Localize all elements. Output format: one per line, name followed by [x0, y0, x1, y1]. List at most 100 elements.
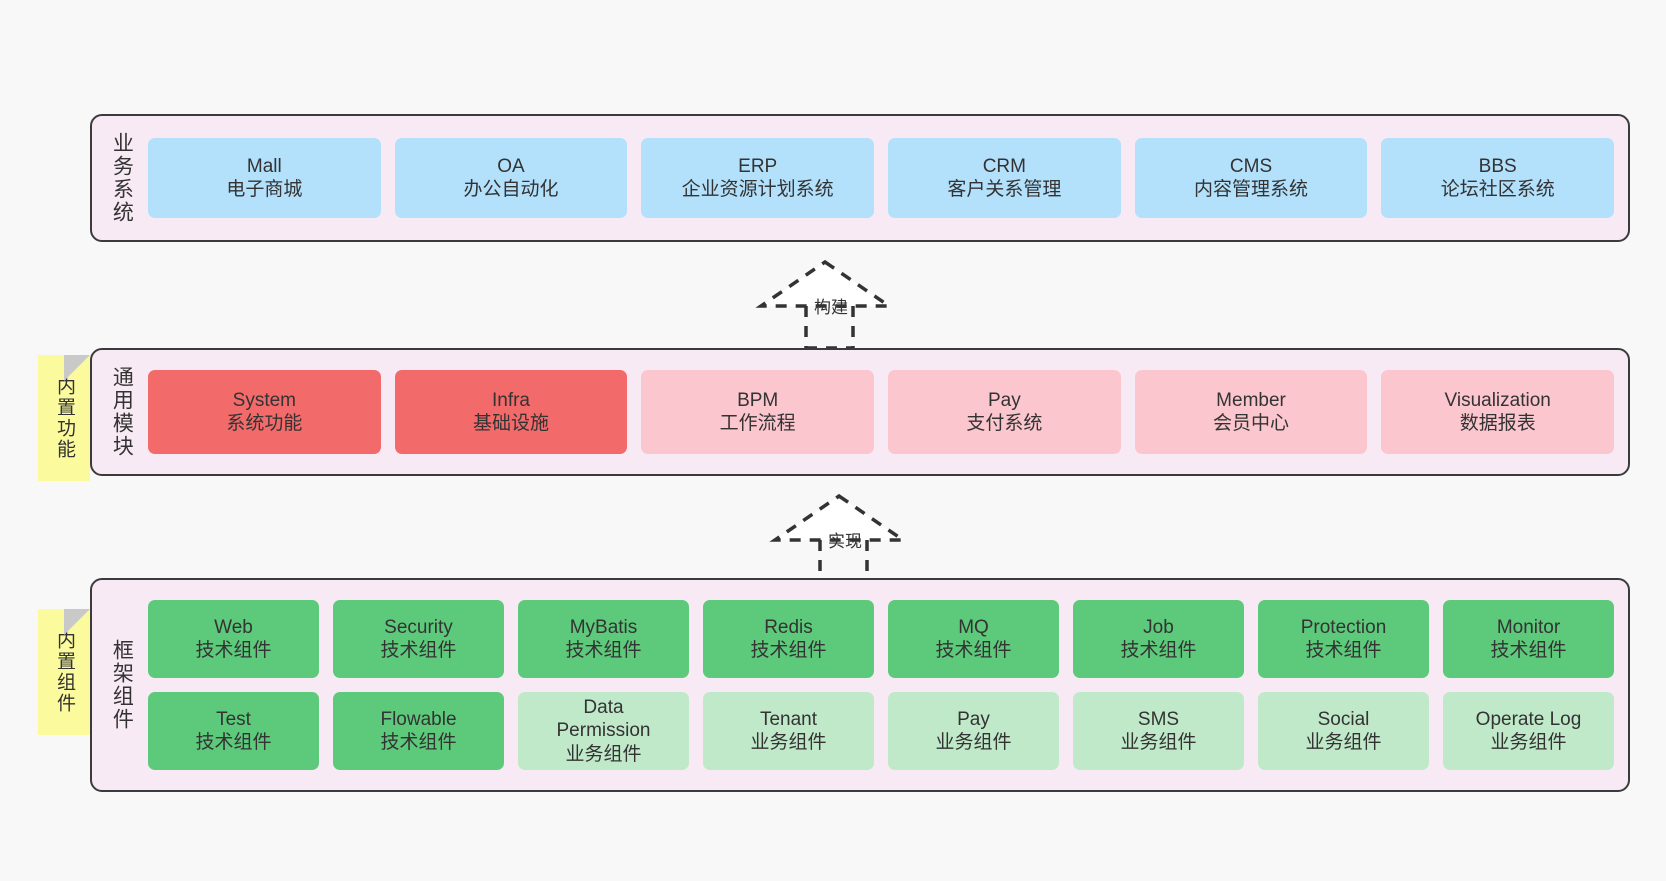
card-subtitle: 工作流程 [719, 413, 796, 434]
layer-title-framework: 框架组件 [110, 639, 134, 731]
module-card-bpm[interactable]: BPM 工作流程 [641, 370, 875, 454]
card-title: CRM [982, 155, 1026, 177]
card-title: Visualization [1444, 389, 1551, 411]
card-title: Infra [491, 389, 531, 411]
arrowhead-triangle-icon [769, 493, 909, 542]
connector-implement: 实现 [769, 492, 920, 584]
card-title: Pay [987, 389, 1021, 411]
module-card-oa[interactable]: OA 办公自动化 [394, 138, 628, 218]
card-title: BPM [737, 389, 779, 411]
card-subtitle: 企业资源计划系统 [681, 179, 834, 200]
card-title: Security [384, 616, 453, 638]
card-subtitle: 技术组件 [1120, 640, 1197, 661]
module-card-system[interactable]: System 系统功能 [148, 370, 381, 454]
card-title: Flowable [380, 708, 457, 730]
card-subtitle: 业务组件 [1305, 732, 1382, 753]
component-card-data-permission[interactable]: Data Permission 业务组件 [518, 692, 689, 770]
component-card-protection[interactable]: Protection 技术组件 [1258, 600, 1429, 678]
layer-body-modules: System 系统功能 Infra 基础设施 BPM 工作流程 Pay 支付系统… [144, 350, 1628, 474]
card-subtitle: 技术组件 [195, 640, 272, 661]
card-title: CMS [1229, 155, 1273, 177]
card-subtitle: 业务组件 [935, 732, 1012, 753]
card-row: Web 技术组件 Security 技术组件 MyBatis 技术组件 Redi… [148, 600, 1614, 678]
card-subtitle: 会员中心 [1213, 413, 1290, 434]
connector-label-build: 构建 [814, 298, 848, 317]
card-title: Web [214, 616, 253, 638]
card-subtitle: 客户关系管理 [947, 179, 1062, 200]
card-subtitle: 支付系统 [966, 413, 1043, 434]
card-subtitle: 技术组件 [195, 732, 272, 753]
card-subtitle: 技术组件 [380, 640, 457, 661]
layer-body-business: Mall 电子商城 OA 办公自动化 ERP 企业资源计划系统 CRM 客户关系… [144, 116, 1628, 240]
module-card-crm[interactable]: CRM 客户关系管理 [888, 138, 1121, 218]
layer-panel-modules: 通用模块 System 系统功能 Infra 基础设施 BPM 工作流程 Pay… [90, 348, 1630, 476]
sticky-fold-icon [64, 609, 90, 635]
card-subtitle: 业务组件 [565, 743, 642, 765]
card-title: BBS [1478, 155, 1517, 177]
module-card-visualization[interactable]: Visualization 数据报表 [1381, 370, 1615, 454]
card-row: Mall 电子商城 OA 办公自动化 ERP 企业资源计划系统 CRM 客户关系… [148, 138, 1615, 218]
layer-title-modules: 通用模块 [110, 366, 134, 458]
card-subtitle: 系统功能 [226, 413, 303, 434]
component-card-monitor[interactable]: Monitor 技术组件 [1443, 600, 1614, 678]
component-card-test[interactable]: Test 技术组件 [148, 692, 319, 770]
sticky-note-builtin-components: 内置组件 [38, 609, 90, 735]
component-card-pay[interactable]: Pay 业务组件 [888, 692, 1059, 770]
card-title: MQ [958, 616, 989, 638]
module-card-bbs[interactable]: BBS 论坛社区系统 [1381, 138, 1615, 218]
card-title: SMS [1137, 708, 1180, 730]
card-title: Data Permission [556, 697, 651, 742]
component-card-mybatis[interactable]: MyBatis 技术组件 [518, 600, 689, 678]
module-card-mall[interactable]: Mall 电子商城 [148, 138, 381, 218]
card-row: System 系统功能 Infra 基础设施 BPM 工作流程 Pay 支付系统… [148, 370, 1615, 454]
card-title: Mall [246, 155, 282, 177]
card-subtitle: 业务组件 [1120, 732, 1197, 753]
connector-build: 构建 [755, 258, 906, 350]
arrowhead-triangle-icon [755, 259, 895, 308]
card-subtitle: 内容管理系统 [1194, 179, 1309, 200]
component-card-security[interactable]: Security 技术组件 [333, 600, 504, 678]
sticky-note-label: 内置组件 [54, 630, 76, 714]
module-card-pay[interactable]: Pay 支付系统 [888, 370, 1121, 454]
layer-title-business: 业务系统 [110, 132, 134, 224]
component-card-sms[interactable]: SMS 业务组件 [1073, 692, 1244, 770]
layer-body-framework: Web 技术组件 Security 技术组件 MyBatis 技术组件 Redi… [144, 580, 1628, 790]
module-card-infra[interactable]: Infra 基础设施 [394, 370, 628, 454]
component-card-social[interactable]: Social 业务组件 [1258, 692, 1429, 770]
card-subtitle: 技术组件 [935, 640, 1012, 661]
card-title: Protection [1300, 616, 1387, 638]
module-card-erp[interactable]: ERP 企业资源计划系统 [641, 138, 875, 218]
card-title: Member [1216, 389, 1286, 411]
component-card-tenant[interactable]: Tenant 业务组件 [703, 692, 874, 770]
card-subtitle: 基础设施 [473, 413, 550, 434]
component-card-flowable[interactable]: Flowable 技术组件 [333, 692, 504, 770]
card-title: Tenant [759, 708, 818, 730]
card-title: MyBatis [569, 616, 638, 638]
card-subtitle: 技术组件 [1305, 640, 1382, 661]
sticky-fold-icon [64, 355, 90, 381]
card-title: Test [216, 708, 251, 730]
module-card-cms[interactable]: CMS 内容管理系统 [1134, 138, 1368, 218]
card-title: Job [1143, 616, 1174, 638]
card-subtitle: 业务组件 [750, 732, 827, 753]
connector-label-implement: 实现 [828, 532, 862, 551]
card-title: Monitor [1496, 616, 1561, 638]
layer-panel-framework: 框架组件 Web 技术组件 Security 技术组件 MyBatis 技术组件… [90, 578, 1630, 792]
sticky-note-label: 内置功能 [54, 376, 76, 460]
card-title: Operate Log [1475, 708, 1582, 730]
card-row: Test 技术组件 Flowable 技术组件 Data Permission … [148, 692, 1614, 770]
sticky-note-builtin-features: 内置功能 [38, 355, 90, 481]
component-card-mq[interactable]: MQ 技术组件 [888, 600, 1059, 678]
card-subtitle: 电子商城 [226, 179, 303, 200]
layer-panel-business: 业务系统 Mall 电子商城 OA 办公自动化 ERP 企业资源计划系统 CRM… [90, 114, 1630, 242]
card-subtitle: 办公自动化 [463, 179, 559, 200]
component-card-operate-log[interactable]: Operate Log 业务组件 [1443, 692, 1614, 770]
card-subtitle: 技术组件 [1490, 640, 1567, 661]
component-card-web[interactable]: Web 技术组件 [148, 600, 319, 678]
component-card-job[interactable]: Job 技术组件 [1073, 600, 1244, 678]
module-card-member[interactable]: Member 会员中心 [1134, 370, 1368, 454]
component-card-redis[interactable]: Redis 技术组件 [703, 600, 874, 678]
card-title: OA [497, 155, 525, 177]
card-title: Social [1317, 708, 1370, 730]
card-title: System [232, 389, 297, 411]
